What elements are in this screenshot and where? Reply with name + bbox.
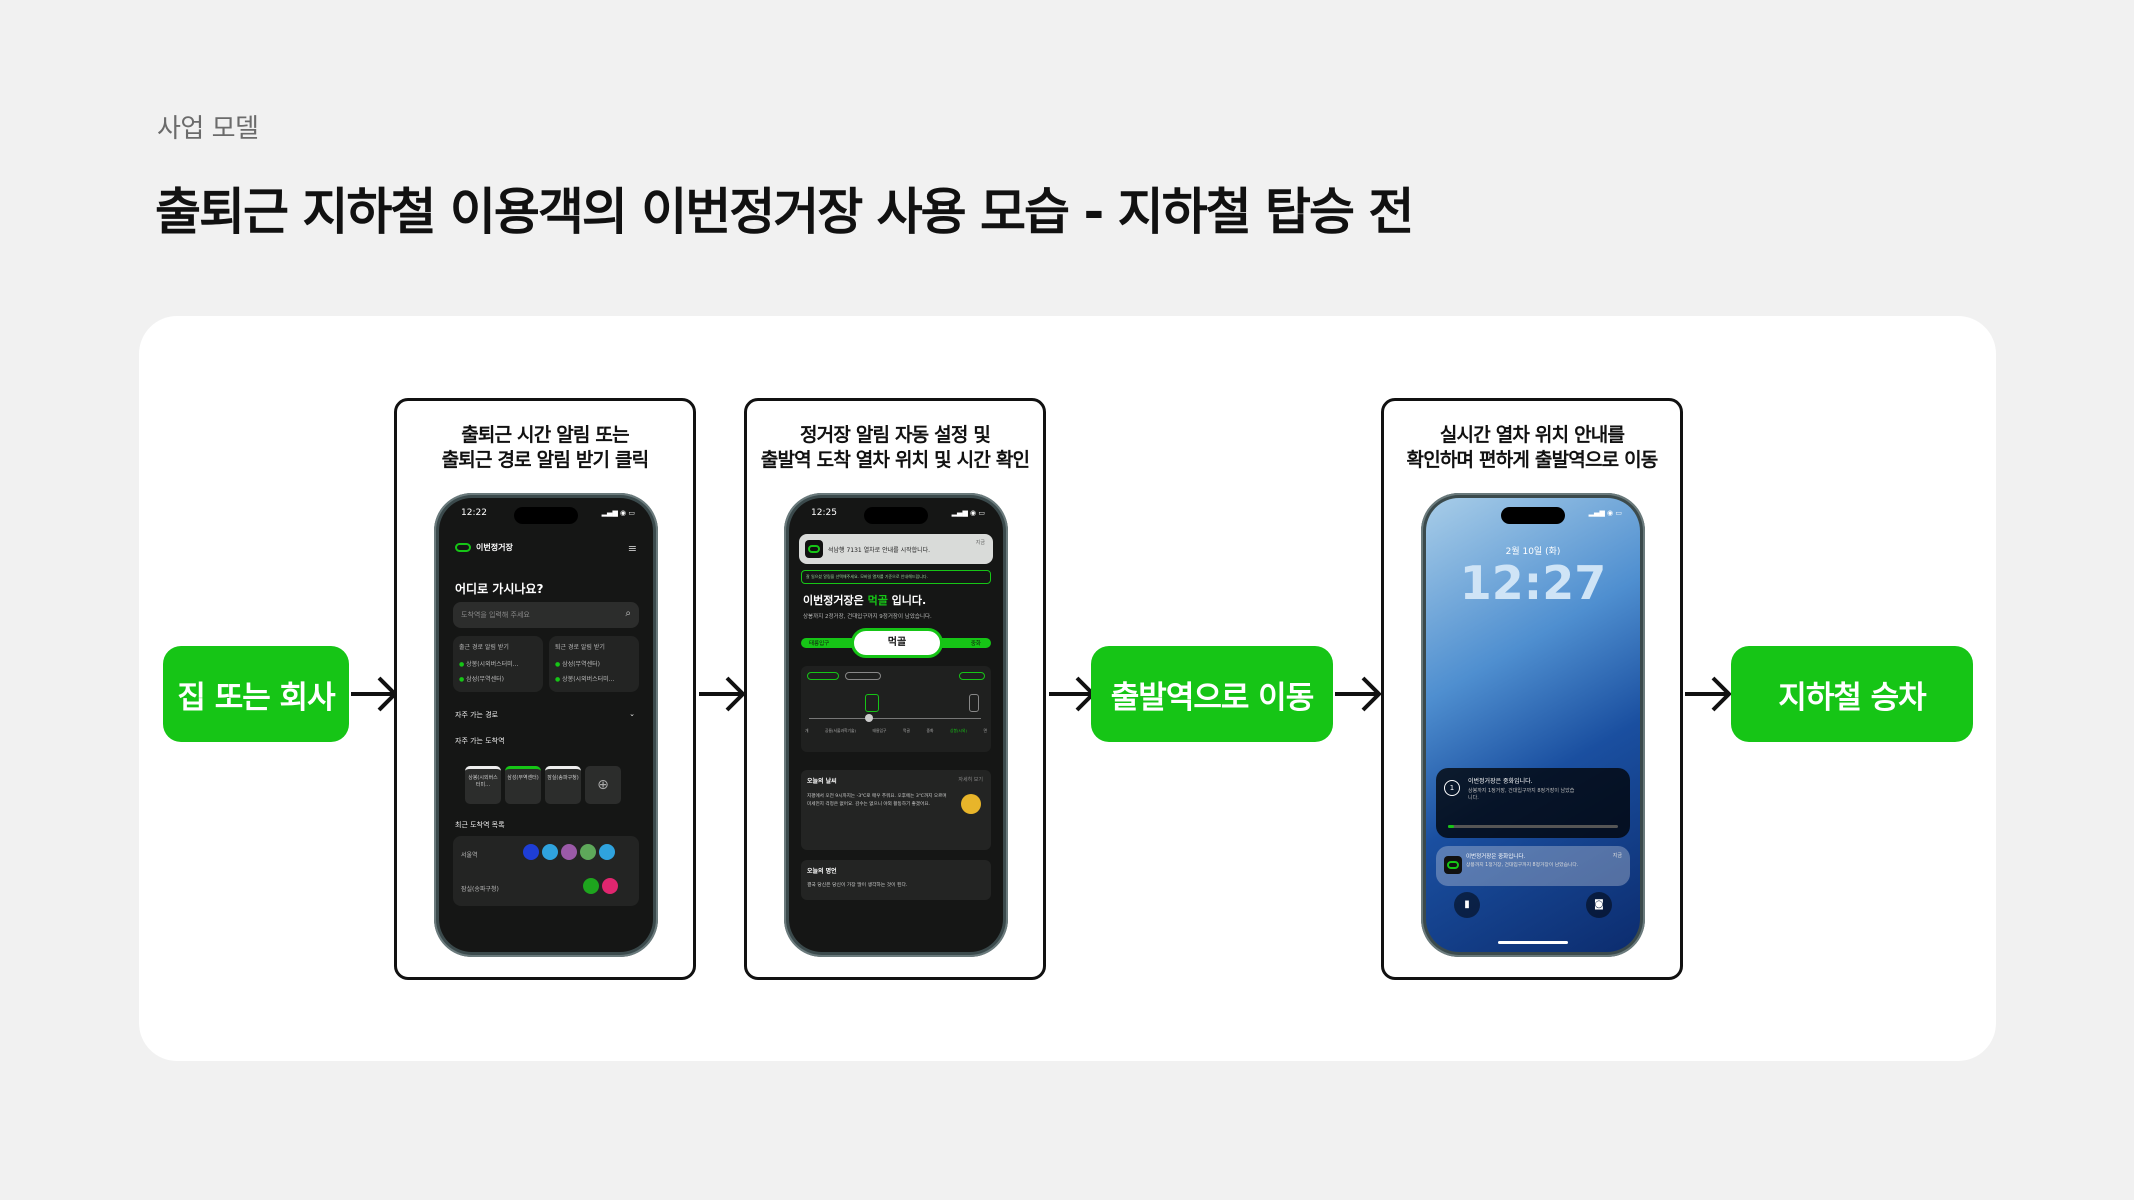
next-station[interactable]: 중화 [970, 641, 981, 647]
live-title: 이번정거장은 중화입니다. [1468, 778, 1533, 785]
sun-icon [961, 794, 981, 814]
arrow-right-icon [1335, 676, 1382, 712]
train-track-panel: 개 공릉(서울과학기술) 태릉입구 먹골 중화 상봉(시외) 면 [801, 666, 991, 752]
line-gtx-badge [561, 844, 577, 860]
remaining-stations-text: 상봉까지 2정거장, 건대입구까지 9정거장이 남았습니다. [803, 614, 932, 620]
weather-text: 지평에서 오전 9시까지는 -3℃로 매우 추워요. 오후에는 3℃까지 오르며… [807, 794, 947, 807]
search-input[interactable]: 도착역을 입력해 주세요 ⌕ [453, 602, 639, 628]
start-step-label: 집 또는 회사 [177, 679, 335, 716]
card-caption: 실시간 열차 위치 안내를 확인하며 편하게 출발역으로 이동 [1406, 424, 1659, 471]
frequent-routes-header[interactable]: 자주 가는 경로 ⌄ [455, 710, 635, 719]
line-2-badge [583, 878, 599, 894]
prev-station[interactable]: 태릉입구 [809, 641, 830, 647]
step-card-auto-alert: 정거장 알림 자동 설정 및 출발역 도착 열차 위치 및 시간 확인 12:2… [744, 398, 1046, 980]
progress-track [1448, 825, 1618, 828]
recent-station-1[interactable]: 서울역 [461, 852, 478, 859]
line-airport-badge [580, 844, 596, 860]
weather-more-link[interactable]: 자세히 보기 [958, 777, 983, 783]
station-chip[interactable]: 상봉(시외버스터미… [465, 766, 501, 804]
step-number-icon: 1 [1444, 780, 1460, 796]
lock-clock: 12:27 [1459, 556, 1607, 610]
status-time: 12:22 [461, 508, 487, 518]
camera-icon: ◙ [1594, 899, 1604, 910]
arrow-right-icon [1685, 676, 1732, 712]
arrow-right-icon [1049, 676, 1096, 712]
recent-list: 서울역 잠실(송파구청) [453, 836, 639, 906]
section-label: 사업 모델 [157, 114, 259, 144]
commute-alert-card-go[interactable]: 출근 경로 알림 받기 ● 상봉(시외버스터미… ● 삼성(무역센터) [453, 636, 543, 692]
recent-station-2[interactable]: 잠실(송파구청) [461, 886, 499, 893]
current-station-sentence: 이번정거장은 먹골 입니다. [803, 594, 927, 607]
frequent-stations-label: 자주 가는 도착역 [455, 737, 505, 745]
camera-button[interactable]: ◙ [1586, 892, 1612, 918]
recent-stations-title: 최근 도착역 목록 [455, 821, 505, 829]
live-activity-widget[interactable]: 1 이번정거장은 중화입니다. 상봉까지 1정거장, 건대입구까지 8정거장이 … [1436, 768, 1630, 838]
plus-icon: ⊕ [597, 777, 609, 793]
current-station-pill: 먹골 [851, 628, 943, 658]
dynamic-island [1501, 507, 1565, 524]
dynamic-island [864, 507, 928, 524]
line-gyeongui-badge [599, 844, 615, 860]
status-icons: ▂▄▆ ◉ ▭ [951, 509, 985, 517]
arrow-right-icon [351, 676, 398, 712]
commute-alert-card-back[interactable]: 퇴근 경로 알림 받기 ● 삼성(무역센터) ● 상봉(시외버스터미… [549, 636, 639, 692]
weather-title: 오늘의 날씨 [807, 778, 837, 785]
status-time: 12:25 [811, 508, 837, 518]
phone-mockup: 12:25 ▂▄▆ ◉ ▭ 석남행 7131 열차로 안내를 시작합니다. 지금… [784, 493, 1008, 957]
track-station-labels: 개 공릉(서울과학기술) 태릉입구 먹골 중화 상봉(시외) 면 [805, 728, 987, 733]
step-card-notification: 출퇴근 시간 알림 또는 출퇴근 경로 알림 받기 클릭 12:22 ▂▄▆ ◉… [394, 398, 696, 980]
noti-sub: 상봉까지 1정거장, 건대입구까지 8정거장이 남았습니다. [1466, 863, 1579, 868]
start-step-box: 집 또는 회사 [163, 646, 349, 742]
flashlight-button[interactable]: ▮ [1454, 892, 1480, 918]
flow-panel: 집 또는 회사 출퇴근 시간 알림 또는 출퇴근 경로 알림 받기 클릭 12:… [139, 316, 1996, 1061]
flashlight-icon: ▮ [1464, 899, 1470, 910]
end-step-box: 지하철 승차 [1731, 646, 1973, 742]
home-indicator [1498, 941, 1568, 944]
phone-mockup: 12:22 ▂▄▆ ◉ ▭ 이번정거장 ≡ 어디로 가시나요? 도착역을 입력해… [434, 493, 658, 957]
quote-title: 오늘의 명언 [807, 868, 837, 875]
chevron-down-icon: ⌄ [629, 710, 635, 718]
lock-date: 2월 10일 (화) [1505, 547, 1561, 557]
middle-step-box: 출발역으로 이동 [1091, 646, 1333, 742]
noti-title: 이번정거장은 중화입니다. [1466, 854, 1526, 860]
dynamic-island [514, 507, 578, 524]
app-logo-icon [805, 540, 823, 558]
progress-fill [1448, 825, 1454, 828]
phone-screen: 12:22 ▂▄▆ ◉ ▭ 이번정거장 ≡ 어디로 가시나요? 도착역을 입력해… [439, 498, 653, 952]
line-badges [583, 878, 618, 894]
status-icons: ▂▄▆ ◉ ▭ [1588, 509, 1622, 517]
lock-screen: ▂▄▆ ◉ ▭ 2월 10일 (화) 12:27 1 이번정거장은 중화입니다.… [1426, 498, 1640, 952]
question-heading: 어디로 가시나요? [455, 582, 544, 596]
menu-icon[interactable]: ≡ [627, 542, 637, 555]
app-logo-icon [1444, 856, 1462, 874]
arrow-right-icon [699, 676, 746, 712]
card-caption: 정거장 알림 자동 설정 및 출발역 도착 열차 위치 및 시간 확인 [760, 424, 1030, 471]
phone-mockup: ▂▄▆ ◉ ▭ 2월 10일 (화) 12:27 1 이번정거장은 중화입니다.… [1421, 493, 1645, 957]
lock-notification[interactable]: 이번정거장은 중화입니다. 상봉까지 1정거장, 건대입구까지 8정거장이 남았… [1436, 846, 1630, 886]
end-step-label: 지하철 승차 [1778, 679, 1926, 716]
line-4-badge [542, 844, 558, 860]
middle-step-label: 출발역으로 이동 [1110, 679, 1314, 716]
app-logo-icon [455, 543, 471, 552]
page-title: 출퇴근 지하철 이용객의 이번정거장 사용 모습 - 지하철 탑승 전 [155, 183, 1414, 241]
app-name: 이번정거장 [476, 543, 513, 552]
guide-banner: 잘 일으셨 알림을 선택해주세요. 모바일 열차를 기준으로 안내해드립니다. [801, 570, 991, 584]
step-card-live-location: 실시간 열차 위치 안내를 확인하며 편하게 출발역으로 이동 ▂▄▆ ◉ ▭ … [1381, 398, 1683, 980]
push-notification[interactable]: 석남행 7131 열차로 안내를 시작합니다. 지금 [799, 534, 993, 564]
line-1-badge [523, 844, 539, 860]
status-icons: ▂▄▆ ◉ ▭ [601, 509, 635, 517]
live-sub: 상봉까지 1정거장, 건대입구까지 8정거장이 남았습니다. [1468, 788, 1575, 801]
line-8-badge [602, 878, 618, 894]
card-caption: 출퇴근 시간 알림 또는 출퇴근 경로 알림 받기 클릭 [441, 424, 650, 471]
search-icon: ⌕ [625, 608, 631, 619]
add-station-button[interactable]: ⊕ [585, 766, 621, 804]
station-chip[interactable]: 삼성(무역센터) [505, 766, 541, 804]
quote-text: 결국 당신은 당신이 가장 많이 생각하는 것이 된다. [807, 883, 908, 888]
quote-card: 오늘의 명언 결국 당신은 당신이 가장 많이 생각하는 것이 된다. [801, 860, 991, 900]
phone-screen: 12:25 ▂▄▆ ◉ ▭ 석남행 7131 열차로 안내를 시작합니다. 지금… [789, 498, 1003, 952]
noti-time: 지금 [1612, 853, 1622, 859]
weather-card: 오늘의 날씨 자세히 보기 지평에서 오전 9시까지는 -3℃로 매우 추워요.… [801, 770, 991, 850]
station-chip[interactable]: 잠실(송파구청) [545, 766, 581, 804]
line-badges [523, 844, 615, 860]
